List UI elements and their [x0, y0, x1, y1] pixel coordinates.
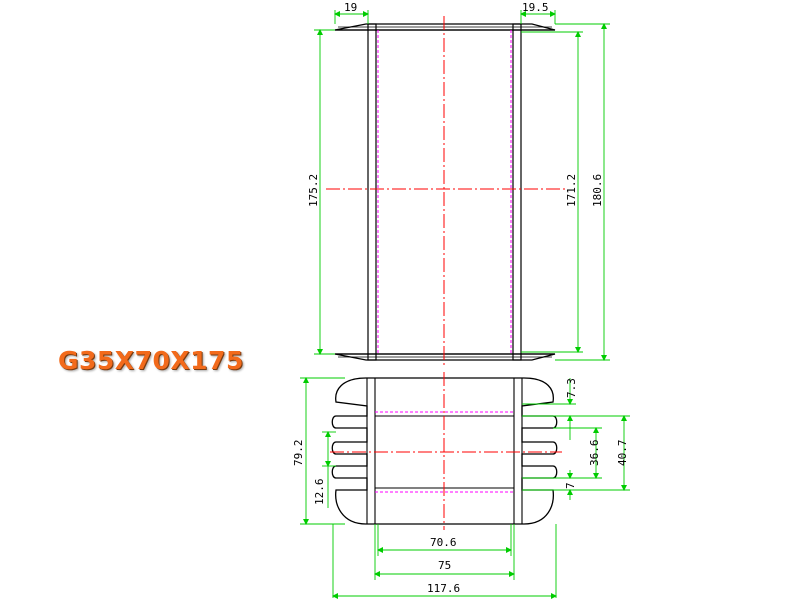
front-view: 19 19.5 175.2 171.2 180.6: [307, 1, 610, 366]
dim-overall-width: [332, 524, 557, 599]
dim-flange-right-label: 19.5: [522, 1, 549, 14]
dim-core-width-label: 70.6: [430, 536, 457, 549]
dim-flange-right: [520, 10, 556, 24]
dim-height-inner: [521, 31, 583, 353]
dim-inner-span-label: 36.6: [588, 440, 601, 467]
dim-outer-span-label: 40.7: [616, 440, 629, 467]
dim-flange-left: [334, 10, 369, 24]
dim-overall-width-label: 117.6: [427, 582, 460, 595]
front-left-wall: [367, 23, 377, 361]
dim-slot-bottom-label: 7: [564, 482, 577, 489]
dim-pitch-label: 12.6: [313, 479, 326, 506]
part-number-title: G35X70X175: [58, 346, 244, 375]
dim-slot-top-label: 7.3: [565, 378, 578, 398]
dim-inner-width-label: 75: [438, 559, 451, 572]
dim-height-left-label: 175.2: [307, 174, 320, 207]
dim-inner-width: [374, 524, 515, 580]
top-view: 7.3 36.6 40.7 7 79.2: [292, 372, 630, 599]
front-right-wall: [512, 23, 522, 361]
dim-pitch: [322, 431, 336, 508]
dim-flange-left-label: 19: [344, 1, 357, 14]
dim-overall-height-label: 79.2: [292, 440, 305, 467]
dim-core-width: [377, 524, 512, 556]
dim-height-overall-label: 180.6: [591, 174, 604, 207]
dim-height-inner-label: 171.2: [565, 174, 578, 207]
dim-overall-height: [300, 377, 345, 525]
top-view-outline: [331, 377, 558, 525]
dim-height-overall: [555, 23, 610, 361]
dim-slot-bottom: [522, 470, 576, 500]
dim-height-left: [314, 29, 335, 355]
